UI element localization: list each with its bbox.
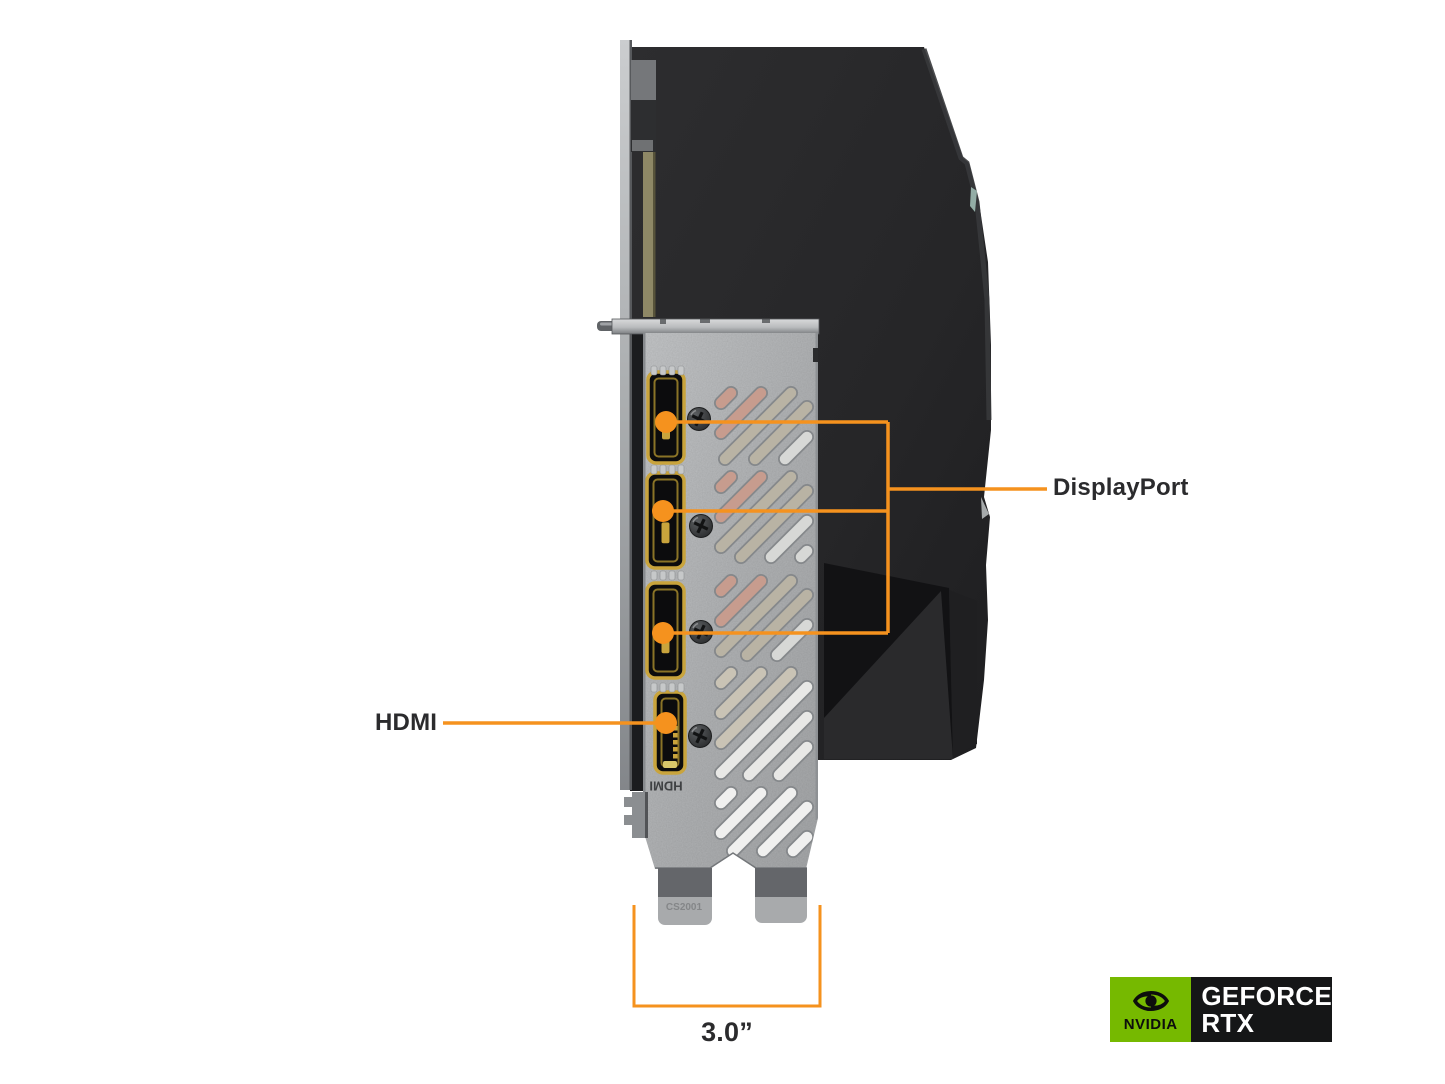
bracket-screw-2 — [689, 514, 713, 538]
bracket-vents — [714, 386, 814, 858]
bracket-screw-4 — [688, 724, 712, 748]
callout-lines — [443, 420, 1047, 1008]
body-facet-right — [949, 590, 977, 757]
emi-finger — [668, 464, 676, 475]
vent-slot — [715, 667, 767, 719]
vent-slot — [715, 387, 737, 409]
displayport-dot-1 — [655, 411, 677, 433]
vent-slot — [715, 667, 737, 689]
vent-slot — [715, 787, 737, 809]
vent-slot — [715, 667, 797, 749]
emi-finger — [659, 682, 667, 693]
vent-slot — [715, 681, 813, 779]
vent-slot — [773, 741, 813, 781]
vent-slot — [749, 401, 813, 465]
emi-finger — [650, 464, 658, 475]
emi-finger — [659, 570, 667, 581]
vent-slot — [715, 575, 797, 657]
displayport-dot-2 — [652, 500, 674, 522]
vent-slot — [787, 831, 813, 857]
dimension-label: 3.0” — [701, 1017, 753, 1047]
hdmi-stamp: HDMI — [649, 779, 682, 794]
vent-slot — [771, 619, 813, 661]
nvidia-wordmark: NVIDIA — [1123, 1016, 1178, 1033]
rtx-text: RTX — [1201, 1007, 1255, 1038]
geforce-rtx-wordmark: GEFORCE RTX — [1191, 977, 1332, 1042]
vent-slot — [741, 589, 813, 661]
foot-stamp: CS2001 — [666, 902, 703, 913]
bracket-step-notch — [813, 348, 818, 362]
emi-finger — [668, 365, 676, 376]
emi-fingers — [650, 365, 685, 693]
vent-slot — [719, 387, 797, 465]
io-shield-block — [631, 60, 656, 102]
emi-finger — [677, 682, 685, 693]
vent-slot — [715, 575, 737, 597]
emi-finger — [677, 464, 685, 475]
emi-finger — [668, 570, 676, 581]
emi-finger — [650, 365, 658, 376]
emi-finger — [659, 365, 667, 376]
vent-slot — [715, 575, 767, 627]
hdmi-label: HDMI — [375, 709, 438, 736]
emi-finger — [659, 464, 667, 475]
bracket-v-notch — [710, 853, 756, 869]
vent-slot — [765, 515, 813, 563]
emi-finger — [668, 682, 676, 693]
body-notch-highlight — [981, 497, 989, 519]
displayport-label: DisplayPort — [1053, 474, 1189, 501]
vent-slot — [779, 431, 813, 465]
emi-finger — [650, 570, 658, 581]
bracket-side-gap — [630, 333, 643, 791]
nvidia-eye-icon — [1132, 990, 1169, 1012]
vent-slot — [715, 387, 767, 439]
callout-dots — [652, 411, 677, 734]
vent-slot — [715, 471, 737, 493]
emi-finger — [677, 570, 685, 581]
vent-slot — [743, 711, 813, 781]
pcb-edge — [643, 152, 655, 317]
vent-slot — [735, 485, 813, 563]
vent-slot — [795, 545, 813, 563]
geforce-text: GEFORCE — [1201, 980, 1332, 1011]
body-edge-highlight — [921, 48, 992, 421]
bracket-left-tab — [624, 792, 648, 838]
nvidia-logo-block: NVIDIA — [1110, 977, 1192, 1042]
vent-slot — [715, 787, 767, 839]
vent-slot — [757, 801, 813, 857]
vent-slot — [727, 787, 797, 857]
emi-finger — [677, 365, 685, 376]
bracket-foot-right — [755, 868, 807, 923]
dimension-bracket — [632, 905, 822, 1008]
bracket-screw-1 — [687, 407, 711, 431]
emi-finger — [650, 682, 658, 693]
body-teal-sliver — [970, 187, 977, 212]
bracket-side-strip — [620, 40, 656, 790]
displayport-dot-3 — [652, 622, 674, 644]
bracket-foot-left: CS2001 — [658, 868, 712, 925]
hdmi-dot — [655, 712, 677, 734]
body-facet-light — [824, 591, 953, 759]
nvidia-badge: NVIDIA GEFORCE RTX — [1110, 977, 1332, 1042]
